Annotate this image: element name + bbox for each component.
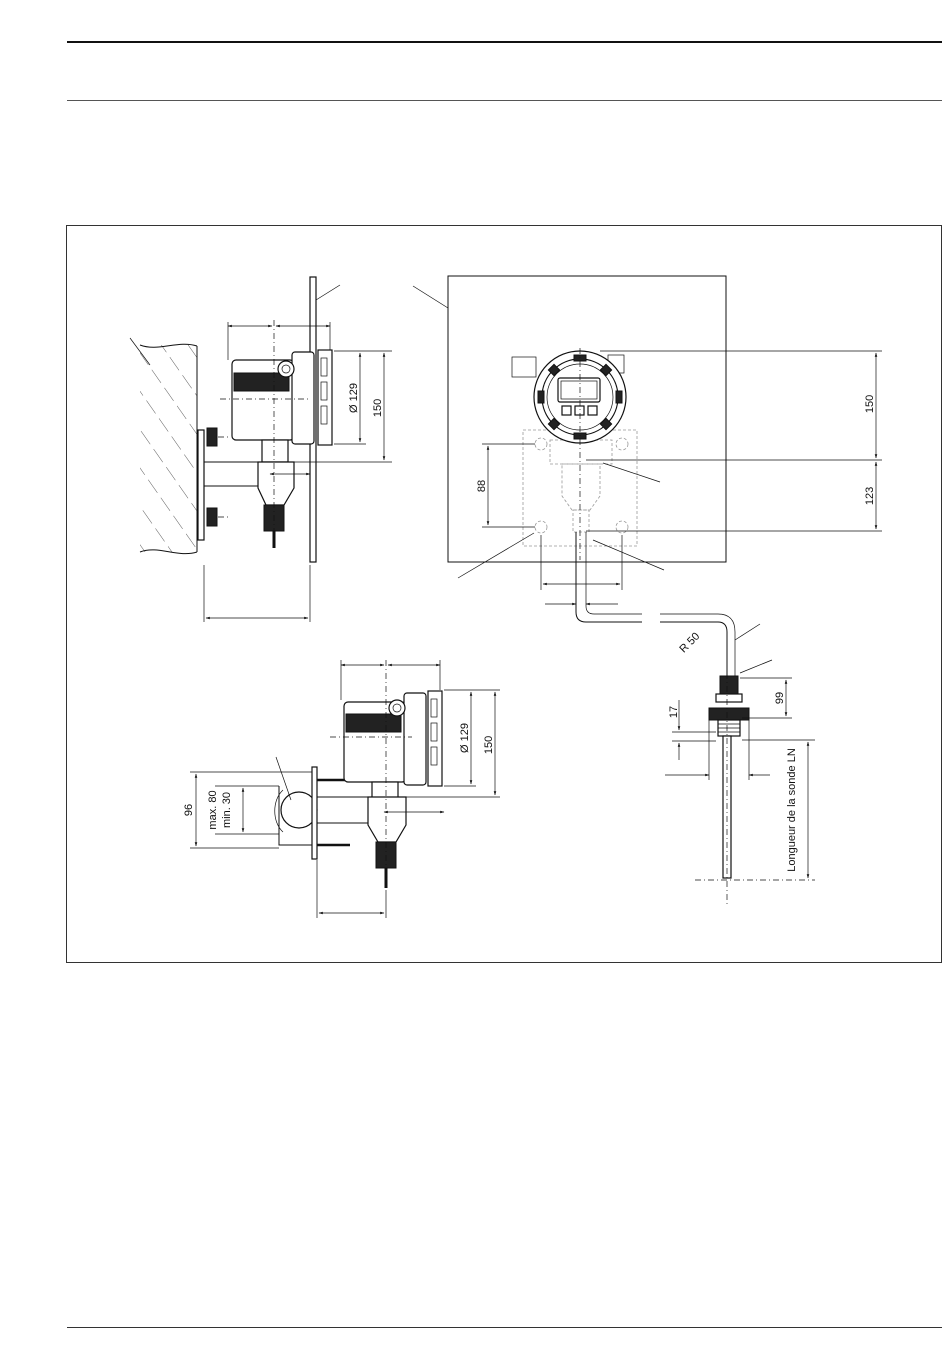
front-height-bottom-label: 123 — [864, 487, 876, 505]
probe-length-label: Longueur de la sonde LN — [786, 748, 798, 872]
probe-head-height-label: 99 — [774, 692, 786, 704]
pipe-height-label: 150 — [483, 736, 495, 754]
pipe-diameter-label: Ø 129 — [459, 723, 471, 753]
front-view: 150 123 88 — [413, 276, 882, 622]
pipe-mount-view: Ø 129 150 96 max. 80 min. 30 — [183, 660, 500, 918]
wall-mount-side-view: Ø 129 150 — [130, 277, 392, 622]
front-hole-spacing-label: 88 — [476, 480, 488, 492]
probe-thread-height-label: 17 — [668, 706, 680, 718]
clamp-min-label: min. 30 — [221, 792, 233, 828]
probe-view: R 50 99 17 Longueur de la sonde LN — [660, 614, 815, 905]
side-diameter-label: Ø 129 — [348, 383, 360, 413]
clamp-total-label: 96 — [183, 804, 195, 816]
bend-radius-label: R 50 — [677, 630, 702, 655]
front-height-top-label: 150 — [864, 395, 876, 413]
side-height-label: 150 — [372, 399, 384, 417]
clamp-max-label: max. 80 — [207, 790, 219, 829]
wall-hatch — [140, 345, 197, 552]
